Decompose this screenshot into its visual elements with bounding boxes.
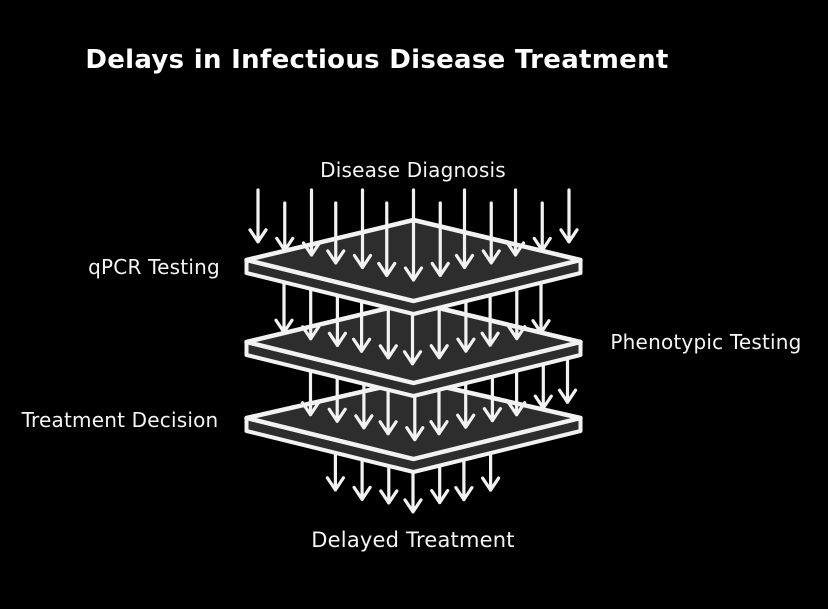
flow-arrow (352, 292, 372, 353)
flow-arrow (402, 305, 423, 366)
flow-arrow (559, 188, 579, 244)
flow-arrow (403, 188, 424, 282)
page-title: Delays in Infectious Disease Treatment (85, 45, 669, 75)
flow-arrow (248, 188, 268, 244)
flow-arrow (275, 201, 295, 252)
flow-arrow (480, 286, 500, 347)
flow-arrow (301, 280, 321, 341)
flow-arrow (378, 299, 398, 360)
label-qpcr-testing: qPCR Testing (88, 255, 220, 279)
flow-arrow (274, 273, 294, 334)
flow-arrow (532, 201, 552, 252)
flow-arrow (456, 292, 476, 353)
flow-arrow (505, 188, 526, 257)
label-treatment-decision: Treatment Decision (21, 408, 219, 432)
label-delayed-treatment: Delayed Treatment (311, 528, 515, 552)
flow-arrow (481, 201, 501, 265)
label-disease-diagnosis: Disease Diagnosis (320, 158, 506, 182)
flow-arrow (454, 188, 475, 270)
flow-arrow (430, 201, 450, 278)
label-phenotypic-testing: Phenotypic Testing (610, 330, 802, 354)
arrows-layer1-to-layer2 (274, 273, 551, 366)
flow-arrow (326, 201, 346, 265)
flow-arrow (352, 188, 373, 270)
flow-arrow (301, 188, 322, 257)
flow-arrow (327, 286, 347, 347)
flow-arrow (507, 280, 527, 341)
flow-arrow (429, 299, 449, 360)
flow-arrow (377, 201, 397, 278)
arrows-into-layer1 (248, 188, 579, 282)
flow-arrow (531, 274, 551, 335)
